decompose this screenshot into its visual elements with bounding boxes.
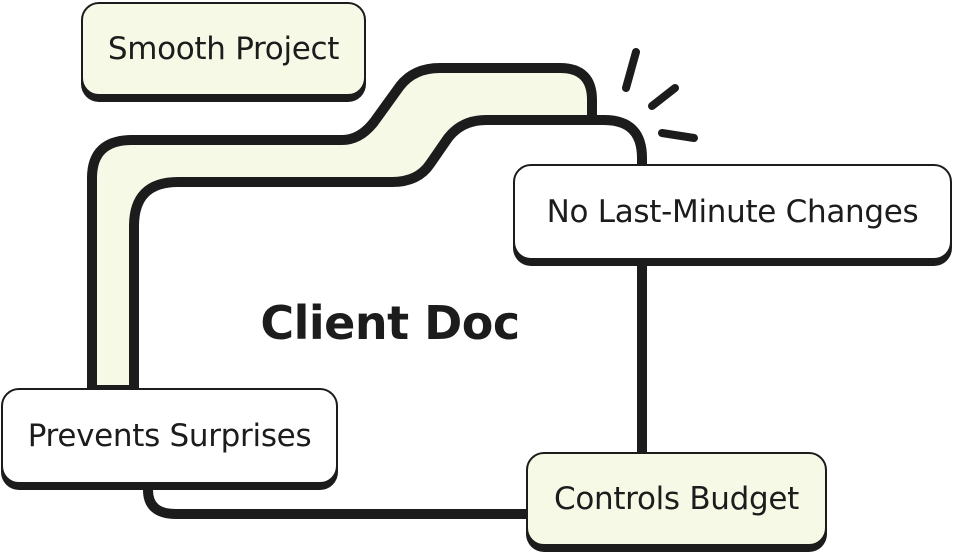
benefit-no-last-minute-changes: No Last-Minute Changes bbox=[513, 164, 952, 260]
benefit-prevents-surprises: Prevents Surprises bbox=[1, 388, 338, 484]
benefit-smooth-project: Smooth Project bbox=[81, 2, 366, 96]
sparkle-accent-icon bbox=[622, 48, 698, 142]
benefit-controls-budget: Controls Budget bbox=[526, 452, 827, 546]
folder-title: Client Doc bbox=[260, 296, 520, 350]
